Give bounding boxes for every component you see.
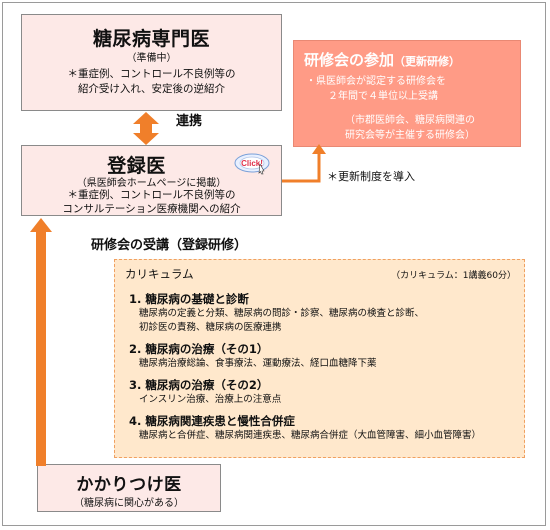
renewal-label: ＊更新制度を導入	[327, 170, 415, 183]
curriculum-item: 4. 糖尿病関連疾患と慢性合併症 糖尿病と合併症、糖尿病関連疾患、糖尿病合併症（…	[129, 413, 516, 443]
family-doctor-box: かかりつけ医 （糖尿病に関心がある）	[37, 464, 221, 512]
course-title: 研修会の受講（登録研修）	[91, 238, 248, 253]
curriculum-item-heading: 4. 糖尿病関連疾患と慢性合併症	[129, 414, 295, 428]
curriculum-item-body: 糖尿病の定義と分類、糖尿病の問診・診察、糖尿病の検査と診断、	[139, 308, 425, 319]
click-icon[interactable]: Click!	[233, 151, 271, 175]
curriculum-item-heading: 1. 糖尿病の基礎と診断	[129, 292, 249, 306]
seminar-title-note: （更新研修）	[394, 55, 461, 68]
registered-desc-line2: コンサルテーション医療機関への紹介	[62, 203, 241, 215]
seminar-organizers: （市郡医師会、糖尿病関連の 研究会等が主催する研修会）	[306, 113, 514, 143]
curriculum-header: カリキュラム	[125, 267, 194, 281]
curriculum-item-body: インスリン治療、治療上の注意点	[139, 394, 282, 405]
curriculum-item: 2. 糖尿病の治療（その1） 糖尿病治療総論、食事療法、運動療法、経口血糖降下薬	[129, 341, 516, 371]
curriculum-item: 1. 糖尿病の基礎と診断 糖尿病の定義と分類、糖尿病の問診・診察、糖尿病の検査と…	[129, 291, 516, 335]
registered-doctor-box: 登録医 （県医師会ホームページに掲載） ＊重症例、コントロール不良例等の コンサ…	[21, 145, 282, 216]
seminar-line3: （市郡医師会、糖尿病関連の	[345, 115, 475, 126]
seminar-line1: ・県医師会が認定する研修会を	[306, 76, 446, 87]
curriculum-note: （カリキュラム：1講義60分）	[391, 271, 516, 281]
seminar-line2: ２年間で４単位以上受講	[328, 91, 438, 102]
seminar-title-main: 研修会の参加	[304, 51, 395, 69]
specialist-box: 糖尿病専門医 （準備中） ＊重症例、コントロール不良例等の 紹介受け入れ、安定後…	[21, 14, 282, 111]
registered-desc-line1: ＊重症例、コントロール不良例等の	[67, 189, 236, 201]
curriculum-item-body: 糖尿病と合併症、糖尿病関連疾患、糖尿病合併症（大血管障害、細小血管障害）	[139, 430, 482, 441]
specialist-desc: ＊重症例、コントロール不良例等の 紹介受け入れ、安定後の逆紹介	[28, 67, 275, 97]
cooperation-label: 連携	[176, 114, 203, 129]
specialist-desc-line1: ＊重症例、コントロール不良例等の	[67, 68, 236, 80]
specialist-status: （準備中）	[126, 53, 177, 64]
seminar-participation-box: 研修会の参加（更新研修） ・県医師会が認定する研修会を ２年間で４単位以上受講 …	[293, 40, 521, 147]
registered-desc: ＊重症例、コントロール不良例等の コンサルテーション医療機関への紹介	[28, 188, 275, 216]
seminar-requirement: ・県医師会が認定する研修会を ２年間で４単位以上受講	[306, 74, 514, 104]
family-doctor-sub: （糖尿病に関心がある）	[74, 498, 184, 509]
diagram-frame	[2, 2, 546, 526]
click-label: Click!	[241, 159, 263, 168]
curriculum-item-body: 初診医の責務、糖尿病の医療連携	[139, 322, 282, 333]
seminar-title: 研修会の参加（更新研修）	[304, 49, 460, 70]
curriculum-item-heading: 2. 糖尿病の治療（その1）	[129, 342, 269, 356]
curriculum-item-body: 糖尿病治療総論、食事療法、運動療法、経口血糖降下薬	[139, 358, 377, 369]
specialist-desc-line2: 紹介受け入れ、安定後の逆紹介	[77, 83, 226, 95]
seminar-line4: 研究会等が主催する研修会）	[345, 130, 475, 141]
registered-sub: （県医師会ホームページに掲載）	[76, 178, 227, 189]
specialist-title: 糖尿病専門医	[92, 28, 210, 50]
family-doctor-title: かかりつけ医	[76, 475, 182, 495]
curriculum-item: 3. 糖尿病の治療（その2） インスリン治療、治療上の注意点	[129, 377, 516, 407]
registered-title: 登録医	[107, 155, 166, 177]
curriculum-box: カリキュラム （カリキュラム：1講義60分） 1. 糖尿病の基礎と診断 糖尿病の…	[114, 259, 525, 458]
curriculum-item-heading: 3. 糖尿病の治療（その2）	[129, 378, 269, 392]
